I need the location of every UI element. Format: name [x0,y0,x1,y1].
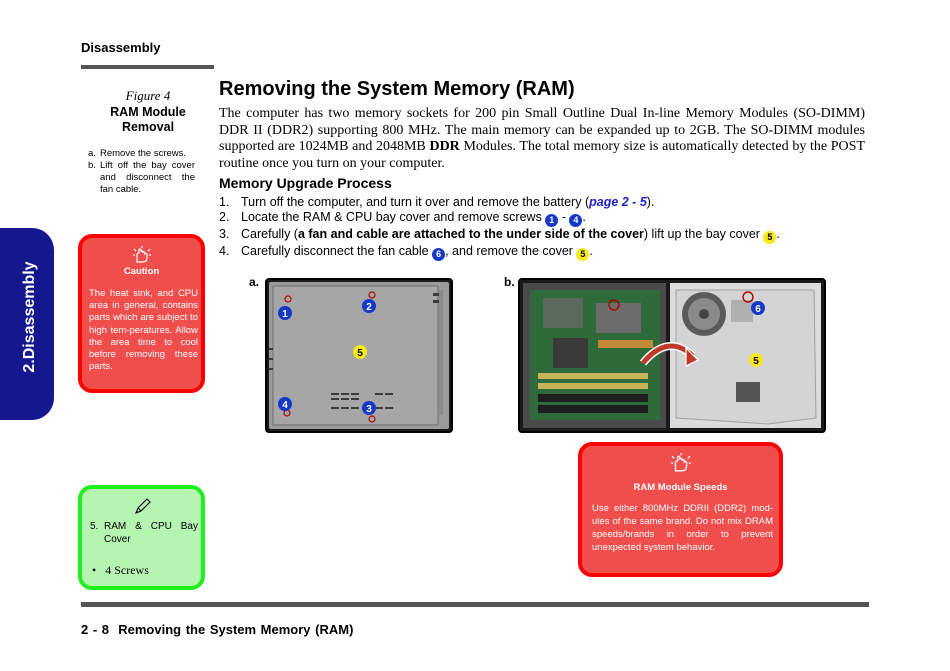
caution-box: Caution The heat sink, and CPU area in g… [78,234,205,393]
note-item-number: 5. [90,521,99,532]
step-text-part: . [582,210,586,224]
footer-title: Removing the System Memory (RAM) [118,622,354,637]
callout-badge: 5 [763,231,777,244]
step-text-part: . [589,244,593,258]
chapter-tab[interactable] [0,228,54,420]
step-number: 4. [219,244,230,258]
figure-title: RAM Module Removal [81,105,215,135]
step-text: Carefully (a fan and cable are attached … [241,227,780,244]
callout-label: 5 [357,348,363,359]
figure-title-line1: RAM Module [110,105,186,119]
caution-text: The heat sink, and CPU area in general, … [89,288,198,373]
ram-speeds-text: Use either 800MHz DDRII (DDR2) mod-ules … [592,503,773,553]
step-text: Turn off the computer, and turn it over … [241,195,654,210]
callout-badge: 5 [576,248,590,261]
step-text-part: , and remove the cover [445,244,577,258]
note-item-text: RAM & CPU Bay Cover [104,521,198,545]
intro-text: The computer has two memory sockets for … [219,106,865,154]
upgrade-step: 3. Carefully (a fan and cable are attach… [219,227,869,244]
callout-badge: 1 [545,214,559,227]
step-text-part: ) lift up the bay cover [643,227,764,241]
upgrade-steps: 1. Turn off the computer, and turn it ov… [219,195,869,261]
step-text-part: - [558,210,570,224]
caution-title: Caution [123,266,160,277]
callout-badge: 6 [432,248,446,261]
figure-step-letter: a. [88,148,96,159]
caution-hand-icon [82,246,201,269]
page-link[interactable]: page 2 - 5 [589,195,647,209]
upgrade-step: 2. Locate the RAM & CPU bay cover and re… [219,210,869,227]
upgrade-step: 4. Carefully disconnect the fan cable 6,… [219,244,869,261]
photo-b-label: b. [504,275,515,289]
step-text-part: Carefully ( [241,227,298,241]
callout-label: 2 [366,302,372,313]
figure-number: Figure 4 [125,88,171,103]
page-footer: 2 - 8 Removing the System Memory (RAM) [81,622,353,637]
step-number: 2. [219,210,230,224]
figure-step-text: Lift off the bay cover and disconnect th… [100,160,195,195]
step-number: 3. [219,227,230,241]
figure-step-letter: b. [88,160,96,171]
step-text-part: Locate the RAM & CPU bay cover and remov… [241,210,546,224]
step-number: 1. [219,195,230,209]
section-label: Disassembly [81,40,161,55]
top-rule [81,65,214,69]
step-bold-text: a fan and cable are attached to the unde… [297,227,644,241]
photo-a-bay-cover: 1 2 5 4 3 [265,278,453,433]
step-text: Locate the RAM & CPU bay cover and remov… [241,210,586,227]
caution-hand-icon [582,453,779,478]
step-text-part: Carefully disconnect the fan cable [241,244,433,258]
upgrade-step: 1. Turn off the computer, and turn it ov… [219,195,869,210]
note-item: 5. RAM & CPU Bay Cover [90,520,198,546]
photo-a-label: a. [249,275,260,289]
intro-paragraph: The computer has two memory sockets for … [219,106,865,172]
figure-step: b. Lift off the bay cover and disconnect… [88,160,195,196]
intro-bold-text: DDR [429,139,460,154]
note-box: 5. RAM & CPU Bay Cover • 4 Screws [78,485,205,590]
callout-label: 3 [366,404,372,415]
figure-step-text: Remove the screws. [100,148,187,159]
figure-step: a. Remove the screws. [88,148,195,160]
note-bullet-item: • 4 Screws [92,563,149,578]
callout-label: 1 [282,309,288,320]
figure-title-line2: Removal [121,120,175,134]
ram-speeds-title: RAM Module Speeds [633,482,728,493]
figure-steps: a. Remove the screws. b. Lift off the ba… [88,148,195,196]
bullet-mark: • [92,563,97,577]
callout-label: 6 [755,304,761,315]
step-text-part: . [776,227,780,241]
callout-badge: 4 [569,214,583,227]
figure-caption: Figure 4 RAM Module Removal [81,88,215,135]
step-text: Carefully disconnect the fan cable 6, an… [241,244,593,261]
step-text-part: Turn off the computer, and turn it over … [241,195,590,209]
intro-text: Modules. The total memory size is automa… [219,139,865,171]
photo-b-open-bay: 6 5 [518,278,826,433]
page-number: 2 - 8 [81,622,110,637]
note-bullet-text: 4 Screws [105,563,149,577]
page-title: Removing the System Memory (RAM) [219,78,575,100]
ram-speeds-box: RAM Module Speeds Use either 800MHz DDRI… [578,442,783,577]
callout-label: 5 [753,356,759,367]
chapter-tab-label: 2.Disassembly [21,261,38,373]
section-subheading: Memory Upgrade Process [219,175,392,191]
bottom-rule [81,602,869,607]
step-text-part: ). [646,195,655,209]
callout-label: 4 [282,400,288,411]
pen-icon [82,497,201,520]
